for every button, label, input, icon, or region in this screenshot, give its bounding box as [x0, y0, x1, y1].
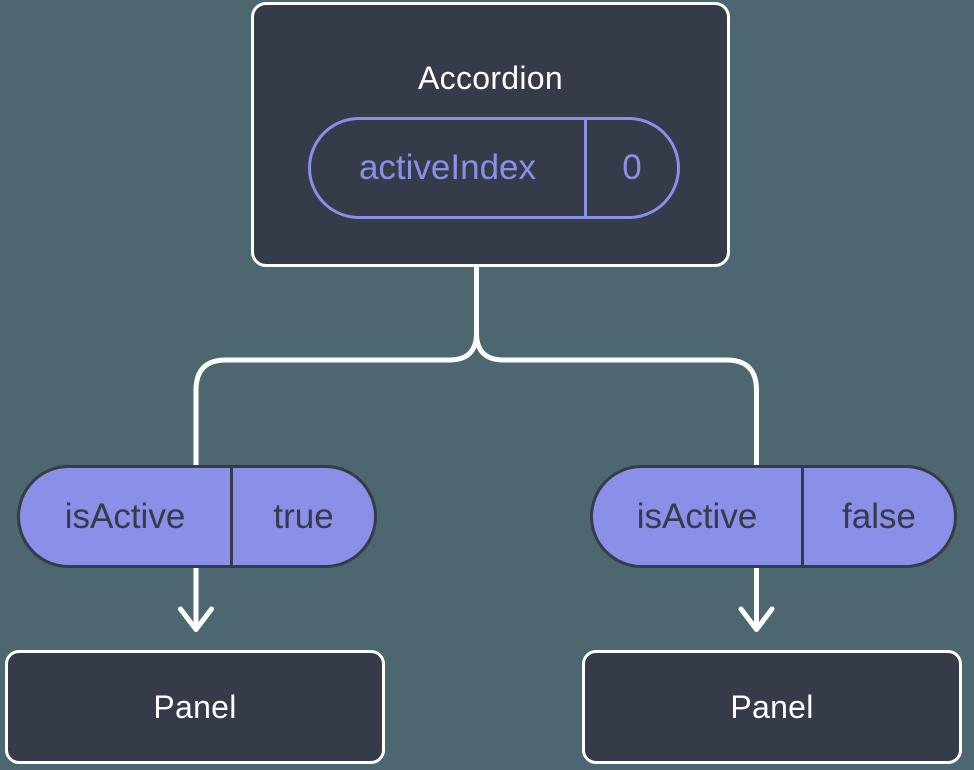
connector-left-branch: [193, 260, 479, 469]
state-name-label: activeIndex: [358, 148, 537, 187]
arrow-down-left-icon: [178, 564, 214, 632]
accordion-node-title: Accordion: [418, 60, 563, 96]
panel-node-right: Panel: [582, 650, 962, 764]
panel-node-left: Panel: [5, 650, 385, 764]
state-value-label: 0: [622, 148, 642, 187]
pill-divider: [230, 468, 233, 565]
prop-value-label: true: [273, 496, 334, 536]
pill-divider: [801, 468, 804, 565]
panel-node-title: Panel: [730, 688, 814, 725]
prop-name-label: isActive: [64, 496, 186, 536]
accordion-node: Accordion activeIndex 0: [251, 2, 730, 267]
panel-node-title: Panel: [153, 688, 237, 725]
pill-divider: [584, 120, 587, 216]
active-index-state-pill: activeIndex 0: [308, 117, 680, 219]
is-active-prop-pill-left: isActive true: [17, 465, 377, 568]
prop-name-label: isActive: [636, 496, 758, 536]
is-active-prop-pill-right: isActive false: [590, 465, 957, 568]
connector-right-branch: [474, 260, 759, 469]
prop-value-label: false: [842, 496, 916, 536]
arrow-down-right-icon: [738, 564, 775, 632]
